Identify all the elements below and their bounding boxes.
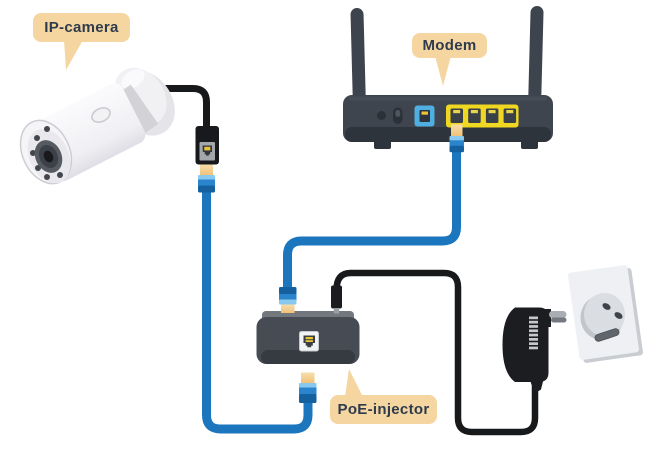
power-adapter <box>502 307 567 392</box>
socket-pin-hole-bottom <box>614 312 623 319</box>
plug-boot <box>198 185 215 193</box>
poe-injector-label-tail <box>345 369 363 397</box>
plug-tip <box>451 124 463 137</box>
ethernet-cable-modem-to-injector <box>283 147 461 292</box>
rj45-plug-modem <box>449 124 464 153</box>
socket-recess <box>584 293 625 336</box>
adapter-body <box>502 307 549 382</box>
modem-power-button <box>377 111 386 120</box>
socket-pin-hole-top <box>602 303 611 310</box>
modem-switch-nub <box>395 110 401 117</box>
plug-tip <box>301 372 315 384</box>
adapter-prong-top <box>549 311 567 318</box>
modem-antenna-right <box>528 6 544 111</box>
ip-camera-label: IP-camera <box>33 13 130 42</box>
poe-injector-label-text: PoE-injector <box>337 401 430 418</box>
socket-ground-clip <box>594 328 620 342</box>
wall-socket <box>568 265 643 363</box>
plug-tip <box>200 164 213 176</box>
plug-boot <box>449 145 464 153</box>
camera-mount-top-highlight <box>121 69 145 89</box>
modem-lan-ports <box>446 104 519 128</box>
adapter-prong-bottom <box>551 317 567 323</box>
ethernet-cable-injector-to-camera <box>202 188 313 434</box>
modem-label: Modem <box>412 33 487 58</box>
adapter-strain-relief <box>530 381 543 392</box>
plug-body <box>449 140 464 147</box>
plug-boot <box>279 287 297 295</box>
plug-tip <box>281 304 295 313</box>
plug-band <box>198 175 215 180</box>
cables <box>158 85 539 436</box>
rj45-plug-camera <box>198 164 215 193</box>
dc-plug-barrel <box>333 308 340 314</box>
camera-knob <box>91 107 111 123</box>
modem-foot-left <box>374 140 391 149</box>
ip-camera-label-tail <box>64 40 83 70</box>
modem-label-tail <box>435 56 451 86</box>
poe-injector <box>256 311 360 364</box>
coupler-jack-pins <box>204 146 211 151</box>
rj45-plug-injector-top <box>279 287 297 313</box>
adapter-nose <box>543 309 551 327</box>
plug-body <box>279 294 297 300</box>
camera-pigtail-cable <box>158 85 210 132</box>
rj45-coupler <box>195 126 219 165</box>
plug-band <box>299 383 317 388</box>
camera-ir-leds <box>30 126 63 180</box>
ip-camera <box>19 67 175 185</box>
modem-antenna-left <box>350 8 366 111</box>
modem-label-text: Modem <box>422 37 477 54</box>
modem-wan-pins <box>421 111 428 115</box>
modem-bottom-band <box>345 127 551 142</box>
power-cable <box>333 269 539 436</box>
dc-plug-body <box>331 285 342 309</box>
plug-boot <box>299 394 317 403</box>
rj45-plug-injector-bottom <box>299 372 317 403</box>
injector-bottom-band <box>261 350 355 364</box>
plug-body <box>198 179 215 186</box>
ip-camera-label-text: IP-camera <box>44 19 119 36</box>
modem <box>343 6 553 149</box>
dc-plug <box>331 285 342 314</box>
injector-port-pin-line <box>305 339 313 341</box>
plug-band <box>449 136 464 141</box>
lan-port-pins <box>453 110 514 114</box>
modem-top-highlight <box>349 96 547 101</box>
poe-injector-label: PoE-injector <box>330 395 437 424</box>
adapter-vents <box>529 316 538 350</box>
modem-foot-right <box>521 140 538 149</box>
plug-body <box>299 387 317 395</box>
plug-band <box>279 299 297 305</box>
camera-lens-core <box>43 150 54 163</box>
